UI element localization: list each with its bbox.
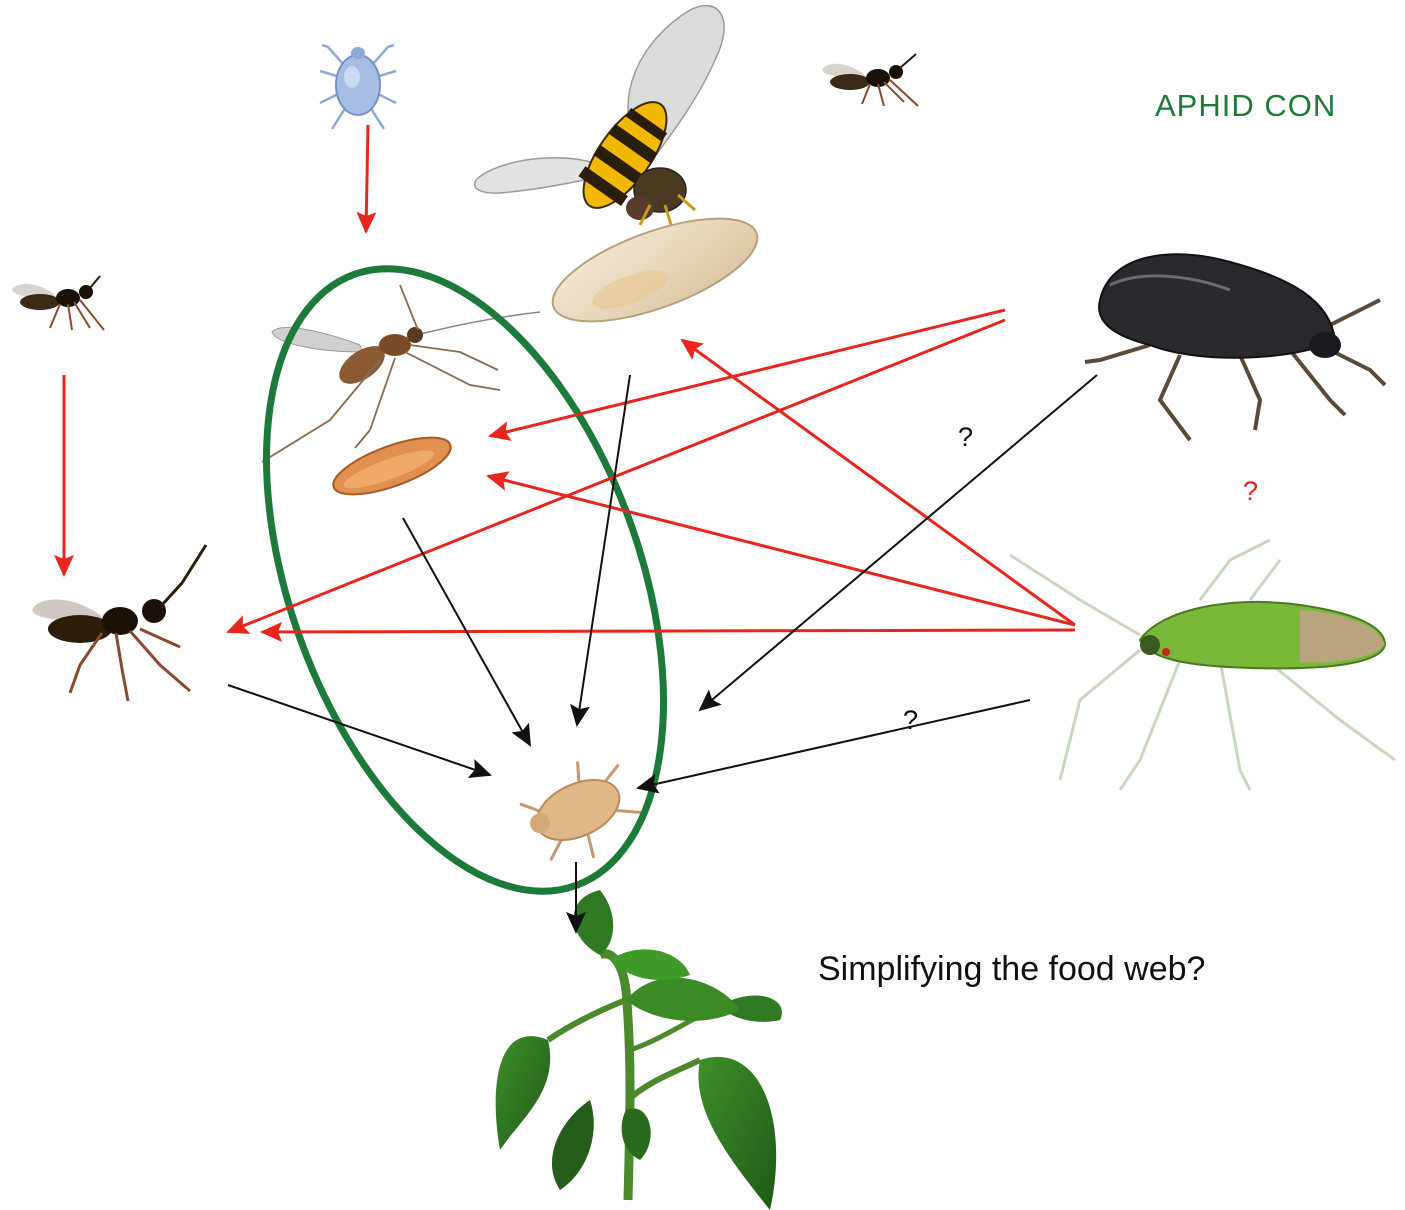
arrow-bug-to-aphid (700, 375, 1097, 710)
hoverfly-larva-icon (541, 197, 770, 342)
arrow-mirid-to-hoverfly-larva (682, 340, 1075, 625)
page-title: APHID CON (1155, 88, 1336, 124)
parasitoid-wasp-icon (32, 545, 206, 701)
caption: Simplifying the food web? (818, 950, 1205, 989)
hoverfly-icon (475, 6, 725, 228)
aphid-icon (514, 746, 652, 877)
question-mark-bug-aphid: ? (958, 422, 973, 453)
arrow-mirid-to-midge-larva (488, 476, 1075, 625)
question-mark-red: ? (1243, 476, 1258, 507)
pepper-plant-icon (496, 890, 782, 1210)
red-arrows (64, 125, 1075, 632)
arrow-mite-to-midge (366, 125, 368, 232)
hyperparasitoid-wasp-icon (12, 276, 104, 330)
arrow-mirid-to-parasitoid (262, 630, 1075, 632)
mirid-bug-icon (1010, 540, 1395, 790)
arrow-mirid-to-aphid (638, 700, 1030, 788)
hyperparasitoid-wasp-icon (822, 54, 918, 106)
question-mark-mirid-aphid: ? (903, 705, 918, 736)
midge-larva-icon (327, 426, 457, 506)
predatory-bug-icon (1085, 254, 1385, 440)
arrow-bug-to-midge-larva (490, 310, 1005, 436)
mite-icon (320, 45, 396, 129)
